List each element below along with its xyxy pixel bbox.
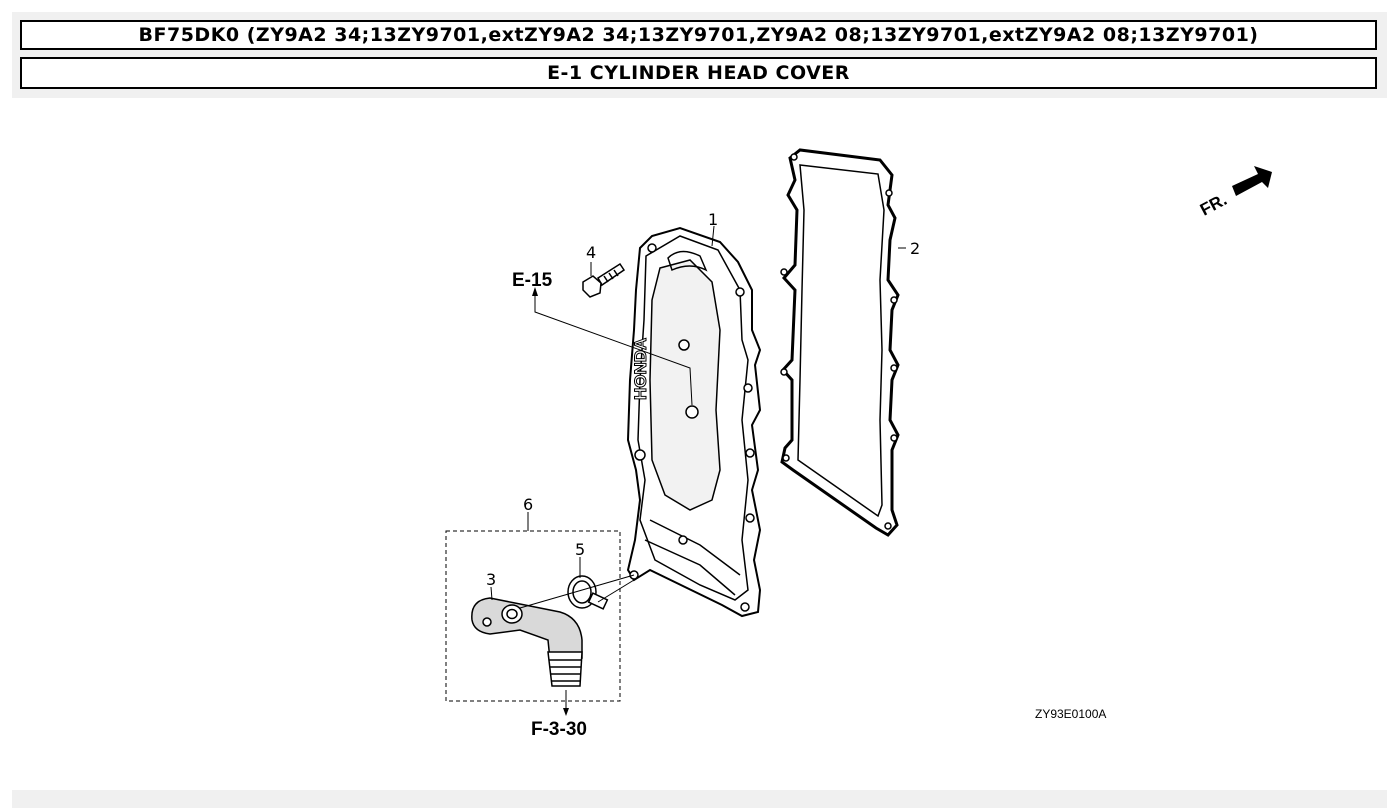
drawing-code: ZY93E0100A [1035,707,1106,721]
front-direction-arrow-icon: FR. [1197,166,1272,220]
callout-5[interactable]: 5 [575,540,585,559]
callout-2[interactable]: 2 [910,239,920,258]
breather-tube-part-3[interactable] [471,597,583,687]
footer-bar [12,790,1387,808]
model-title: BF75DK0 (ZY9A2 34;13ZY9701,extZY9A2 34;1… [20,20,1377,50]
callout-3[interactable]: 3 [486,570,496,589]
parts-diagram: HONDA 1 2 3 [445,148,1272,740]
header: BF75DK0 (ZY9A2 34;13ZY9701,extZY9A2 34;1… [12,12,1387,98]
cylinder-head-cover-part-1[interactable]: HONDA [626,226,762,618]
callout-1[interactable]: 1 [708,210,718,229]
callout-4[interactable]: 4 [586,243,596,262]
gasket-part-2[interactable] [780,148,900,537]
clamp-part-5[interactable] [567,575,609,610]
bolt-part-4[interactable] [582,262,626,298]
callout-6[interactable]: 6 [523,495,533,514]
reference-f-3-30[interactable]: F-3-30 [531,719,587,740]
breather-assembly-box-part-6[interactable] [445,530,621,702]
section-title: E-1 CYLINDER HEAD COVER [20,57,1377,89]
cover-logo: HONDA [631,338,650,400]
reference-e-15[interactable]: E-15 [512,270,553,291]
e15-leader-line [534,292,693,406]
front-arrow-label: FR. [1197,190,1230,220]
